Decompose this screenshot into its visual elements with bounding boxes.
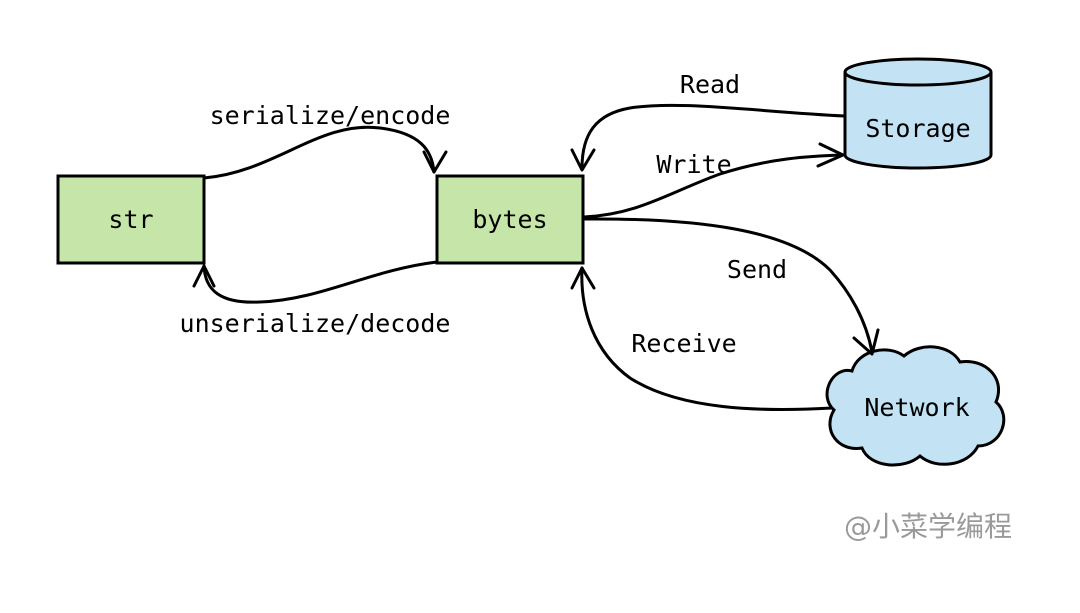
- send-label: Send: [727, 255, 787, 284]
- send-arrow: [582, 217, 880, 356]
- storage-node: Storage: [843, 57, 993, 170]
- write-arrow: [582, 142, 845, 219]
- decode-label: unserialize/decode: [180, 309, 451, 338]
- receive-label: Receive: [631, 329, 736, 358]
- receive-arrow: [570, 266, 834, 411]
- str-node: str: [56, 174, 206, 265]
- read-arrow: [570, 103, 847, 172]
- str-label: str: [108, 205, 153, 234]
- decode-arrow: [192, 260, 439, 304]
- bytes-label: bytes: [472, 205, 547, 234]
- watermark-text: @小菜学编程: [844, 510, 1012, 543]
- storage-label: Storage: [865, 114, 970, 143]
- encode-label: serialize/encode: [210, 101, 451, 130]
- write-label: Write: [656, 150, 731, 179]
- network-label: Network: [864, 393, 969, 422]
- network-node: Network: [825, 345, 1006, 467]
- bytes-node: bytes: [435, 174, 585, 265]
- encode-arrow: [202, 125, 448, 180]
- read-label: Read: [680, 70, 740, 99]
